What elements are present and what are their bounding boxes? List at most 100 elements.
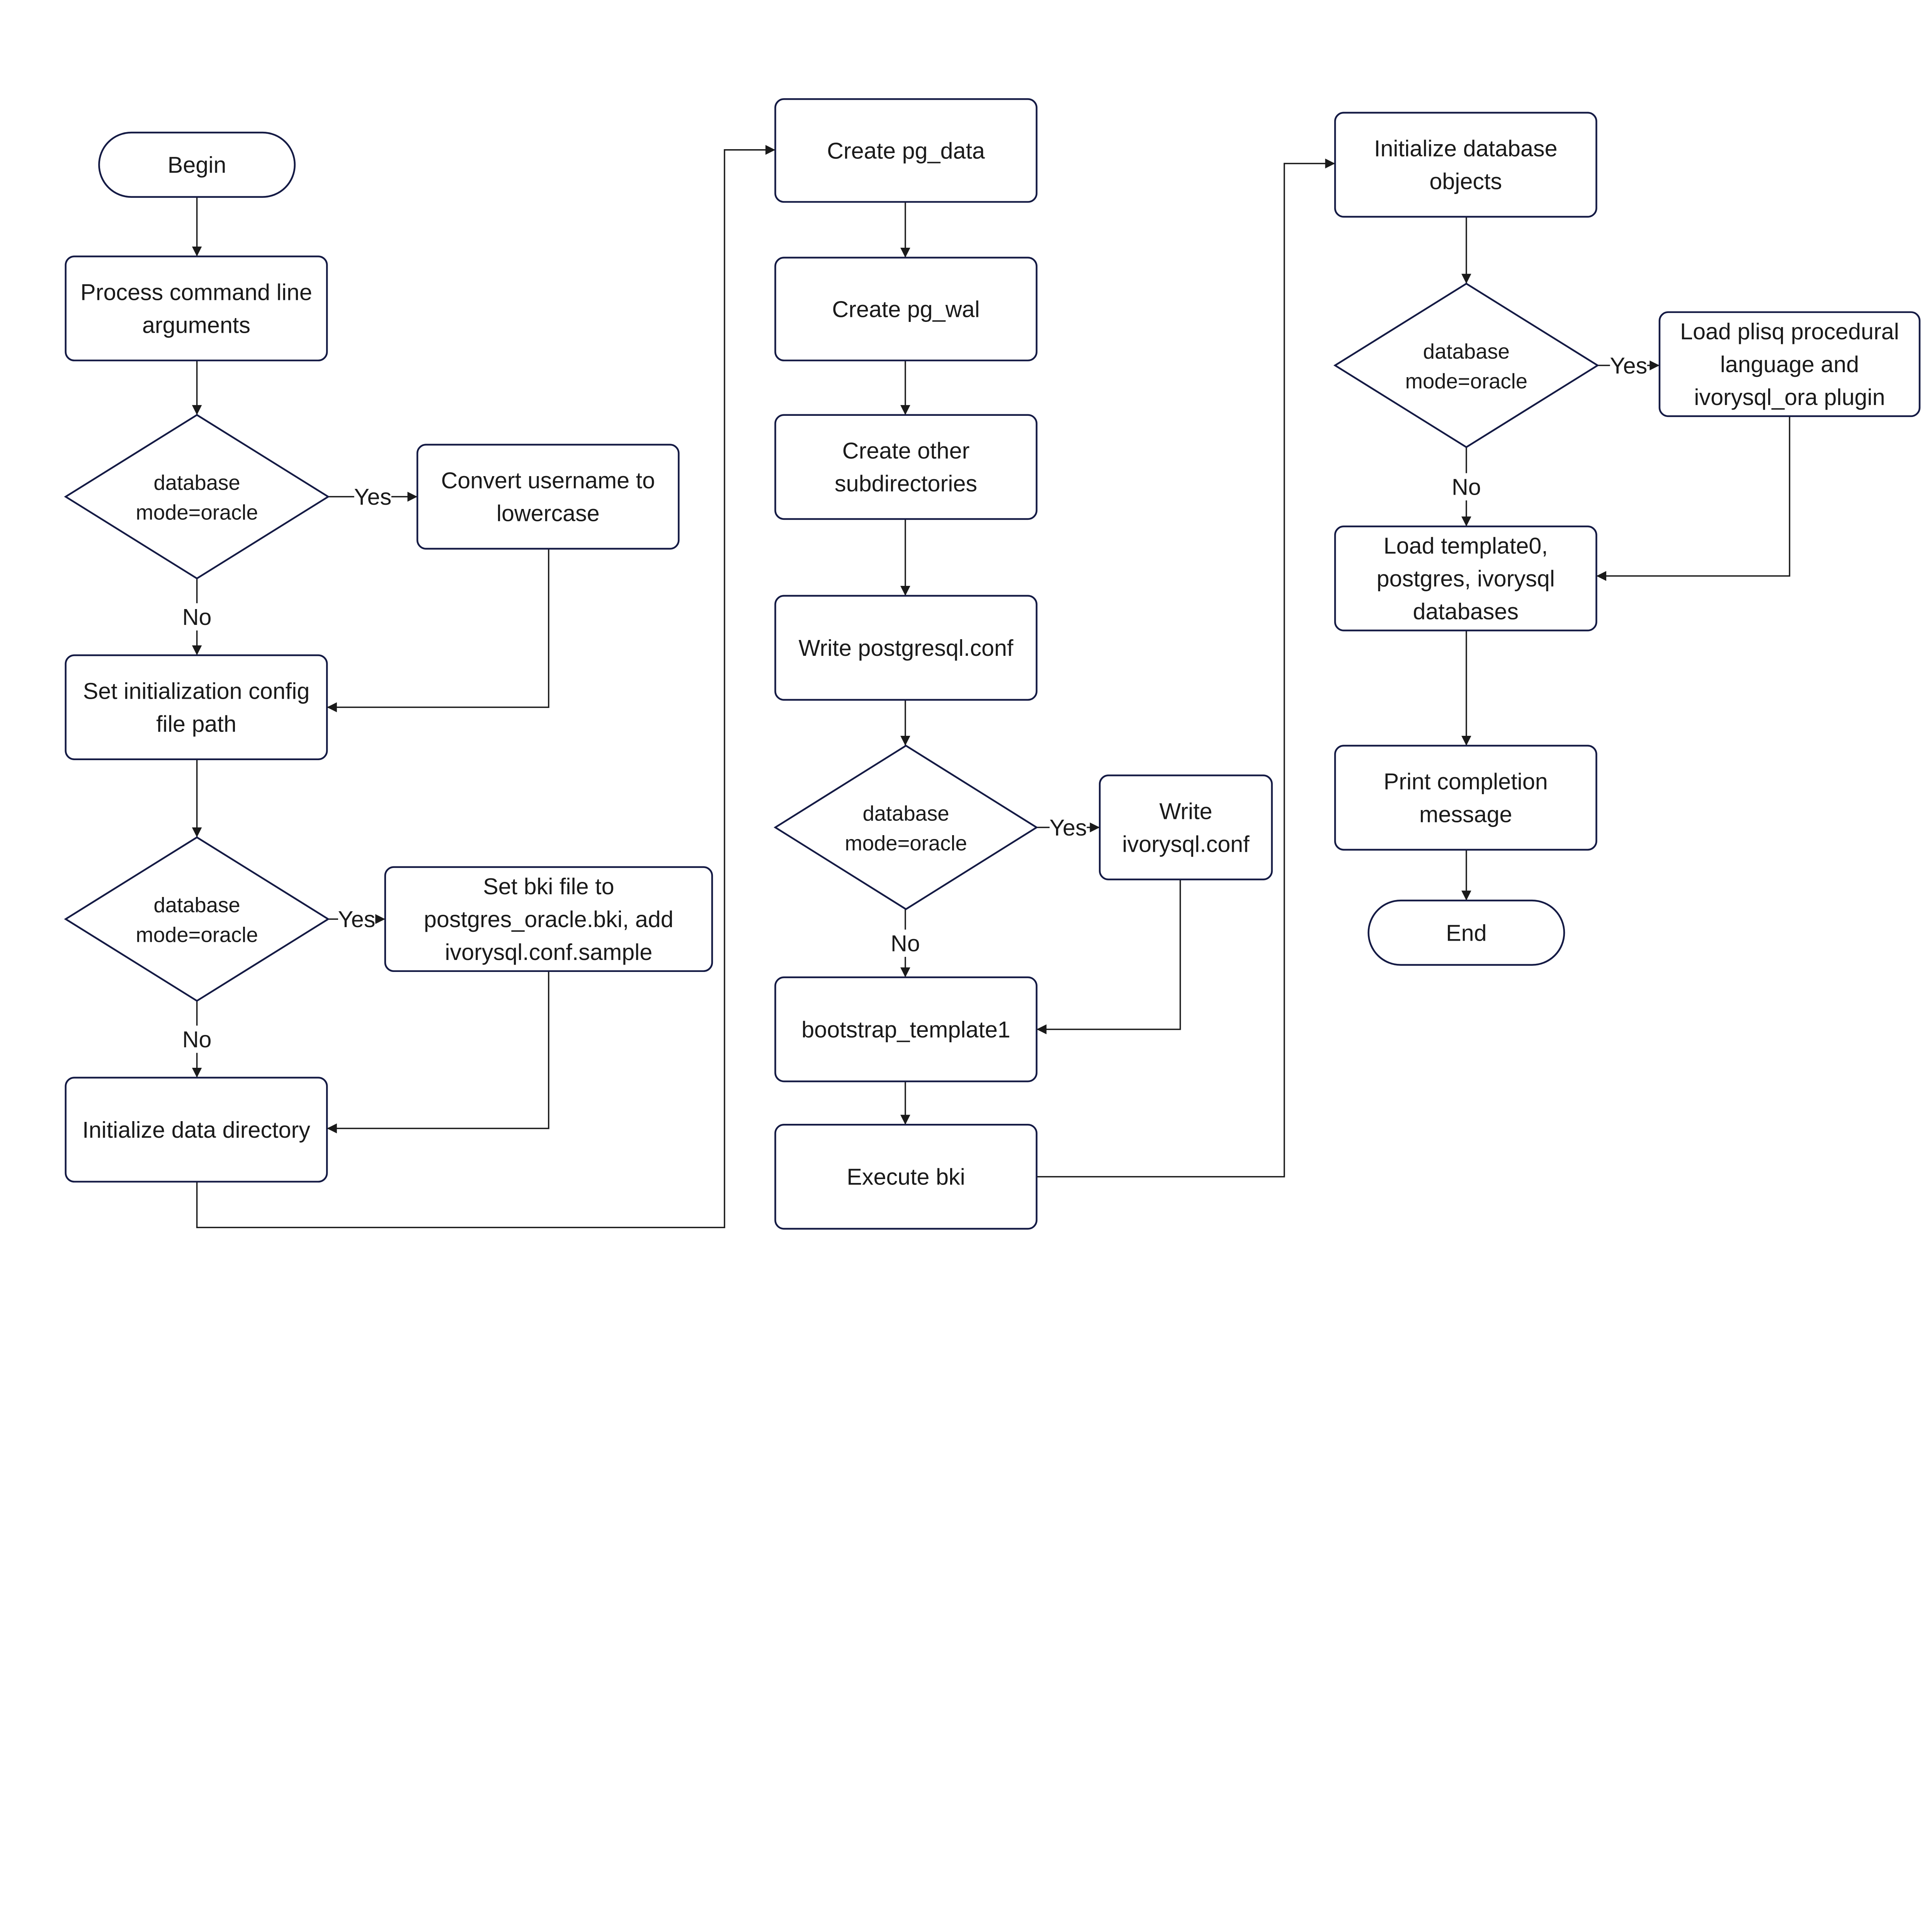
process-shape	[65, 255, 328, 361]
node-label-line: ivorysql_ora plugin	[1694, 384, 1885, 410]
edge-label-background	[1610, 352, 1647, 379]
node-init-db-objects: Initialize database objects	[1334, 112, 1597, 218]
edge-label-yes: Yes	[1049, 815, 1087, 841]
node-create-pg-wal: Create pg_wal	[774, 257, 1037, 361]
edge-label-background	[180, 603, 213, 631]
node-write-ivorysql-conf: Write ivorysql.conf	[1099, 774, 1273, 880]
node-bootstrap-template1: bootstrap_template1	[774, 976, 1037, 1082]
process-shape	[774, 1124, 1037, 1230]
node-label-line: database	[154, 893, 240, 917]
node-label-line: Create pg_wal	[832, 296, 980, 322]
node-label-line: Process command line	[80, 279, 312, 305]
process-shape	[1334, 525, 1597, 631]
edge-label-background	[889, 929, 922, 957]
node-load-templates: Load template0, postgres, ivorysql databas…	[1334, 525, 1597, 631]
node-label-line: Load template0,	[1384, 533, 1548, 559]
node-load-plisq: Load plisq procedural language and ivorysq…	[1658, 311, 1921, 417]
node-label-line: ivorysql.conf	[1122, 831, 1250, 857]
decision-shape	[64, 836, 330, 1002]
decision-shape	[1333, 283, 1599, 448]
process-shape	[1334, 112, 1597, 218]
process-shape	[65, 1077, 328, 1183]
node-label-line: mode=oracle	[136, 923, 258, 946]
node-label-line: language and	[1720, 351, 1859, 377]
node-label-line: postgres, ivorysql	[1377, 566, 1555, 592]
node-label-line: Initialize data directory	[82, 1117, 310, 1143]
edge-label-yes: Yes	[1610, 352, 1647, 378]
node-process-args: Process command line arguments	[65, 255, 328, 361]
node-begin: Begin	[98, 131, 296, 198]
node-label-line: lowercase	[497, 500, 600, 526]
edge-load_plisq-to-load_templates	[1596, 416, 1791, 581]
decision-shape	[774, 744, 1038, 910]
edge-write_ivorysql_conf-to-bootstrap_template1	[1036, 879, 1181, 1035]
process-shape	[774, 257, 1037, 361]
node-label-line: database	[154, 471, 240, 495]
node-label-line: bootstrap_template1	[801, 1016, 1010, 1042]
node-label-line: Load plisq procedural	[1680, 318, 1899, 344]
node-label-line: ivorysql.conf.sample	[445, 939, 652, 965]
node-label-line: message	[1419, 801, 1512, 827]
node-label-line: Set bki file to	[483, 873, 614, 899]
process-shape	[1658, 311, 1921, 417]
node-label-line: Create pg_data	[827, 138, 985, 163]
node-write-postgresql-conf: Write postgresql.conf	[774, 595, 1037, 701]
node-label-line: Print completion	[1384, 768, 1548, 794]
node-decision1: database mode=oracle	[64, 414, 330, 580]
terminal-shape	[98, 131, 296, 198]
process-shape	[384, 866, 713, 972]
node-decision3: database mode=oracle	[774, 744, 1038, 910]
node-label-line: mode=oracle	[845, 831, 967, 855]
edge-label-yes: Yes	[338, 906, 376, 932]
edge-init_data_dir-to-create_pg_data	[196, 145, 776, 1229]
node-label-line: objects	[1429, 168, 1502, 194]
process-shape	[774, 98, 1037, 203]
node-label-line: subdirectories	[835, 471, 977, 497]
edge-label-yes: Yes	[354, 484, 391, 510]
process-shape	[65, 654, 328, 760]
node-label-line: End	[1446, 920, 1486, 946]
node-label-line: arguments	[142, 312, 250, 338]
edge-set_bki-to-init_data_dir	[327, 971, 549, 1133]
process-shape	[774, 595, 1037, 701]
node-label-line: Convert username to	[441, 468, 655, 494]
process-shape	[416, 444, 680, 550]
edge-label-background	[338, 905, 376, 933]
node-label-line: mode=oracle	[136, 501, 258, 524]
edge-execute_bki-to-init_db_objects	[1036, 158, 1335, 1178]
node-init-data-dir: Initialize data directory	[65, 1077, 328, 1183]
node-end: End	[1367, 899, 1565, 966]
node-label-line: postgres_oracle.bki, add	[424, 906, 673, 932]
node-label-line: Write	[1159, 798, 1212, 824]
node-label-line: databases	[1413, 599, 1519, 625]
edge-label-no: No	[182, 1026, 212, 1052]
process-shape	[774, 414, 1037, 520]
edge-label-background	[1049, 813, 1087, 841]
edge-label-no: No	[182, 604, 212, 630]
node-label-line: Execute bki	[847, 1164, 965, 1190]
node-print-completion: Print completion message	[1334, 745, 1597, 851]
node-execute-bki: Execute bki	[774, 1124, 1037, 1230]
node-label-line: Initialize database	[1374, 136, 1558, 162]
node-label-line: Write postgresql.conf	[799, 635, 1014, 661]
node-label-line: database	[1423, 340, 1510, 363]
node-convert-username: Convert username to lowercase	[416, 444, 680, 550]
node-label-line: Create other	[842, 438, 970, 464]
terminal-shape	[1367, 899, 1565, 966]
edge-label-no: No	[891, 931, 920, 956]
node-decision2: database mode=oracle	[64, 836, 330, 1002]
node-label-line: database	[862, 802, 949, 825]
node-label-line: file path	[156, 711, 236, 737]
node-create-pg-data: Create pg_data	[774, 98, 1037, 203]
edge-label-background	[354, 483, 391, 511]
node-label-line: mode=oracle	[1405, 369, 1527, 393]
process-shape	[774, 976, 1037, 1082]
edge-convert_username-to-set_config_path	[327, 548, 549, 712]
edge-label-background	[180, 1025, 213, 1053]
process-shape	[1334, 745, 1597, 851]
edge-label-no: No	[1452, 474, 1481, 500]
node-label-line: Begin	[168, 152, 226, 178]
